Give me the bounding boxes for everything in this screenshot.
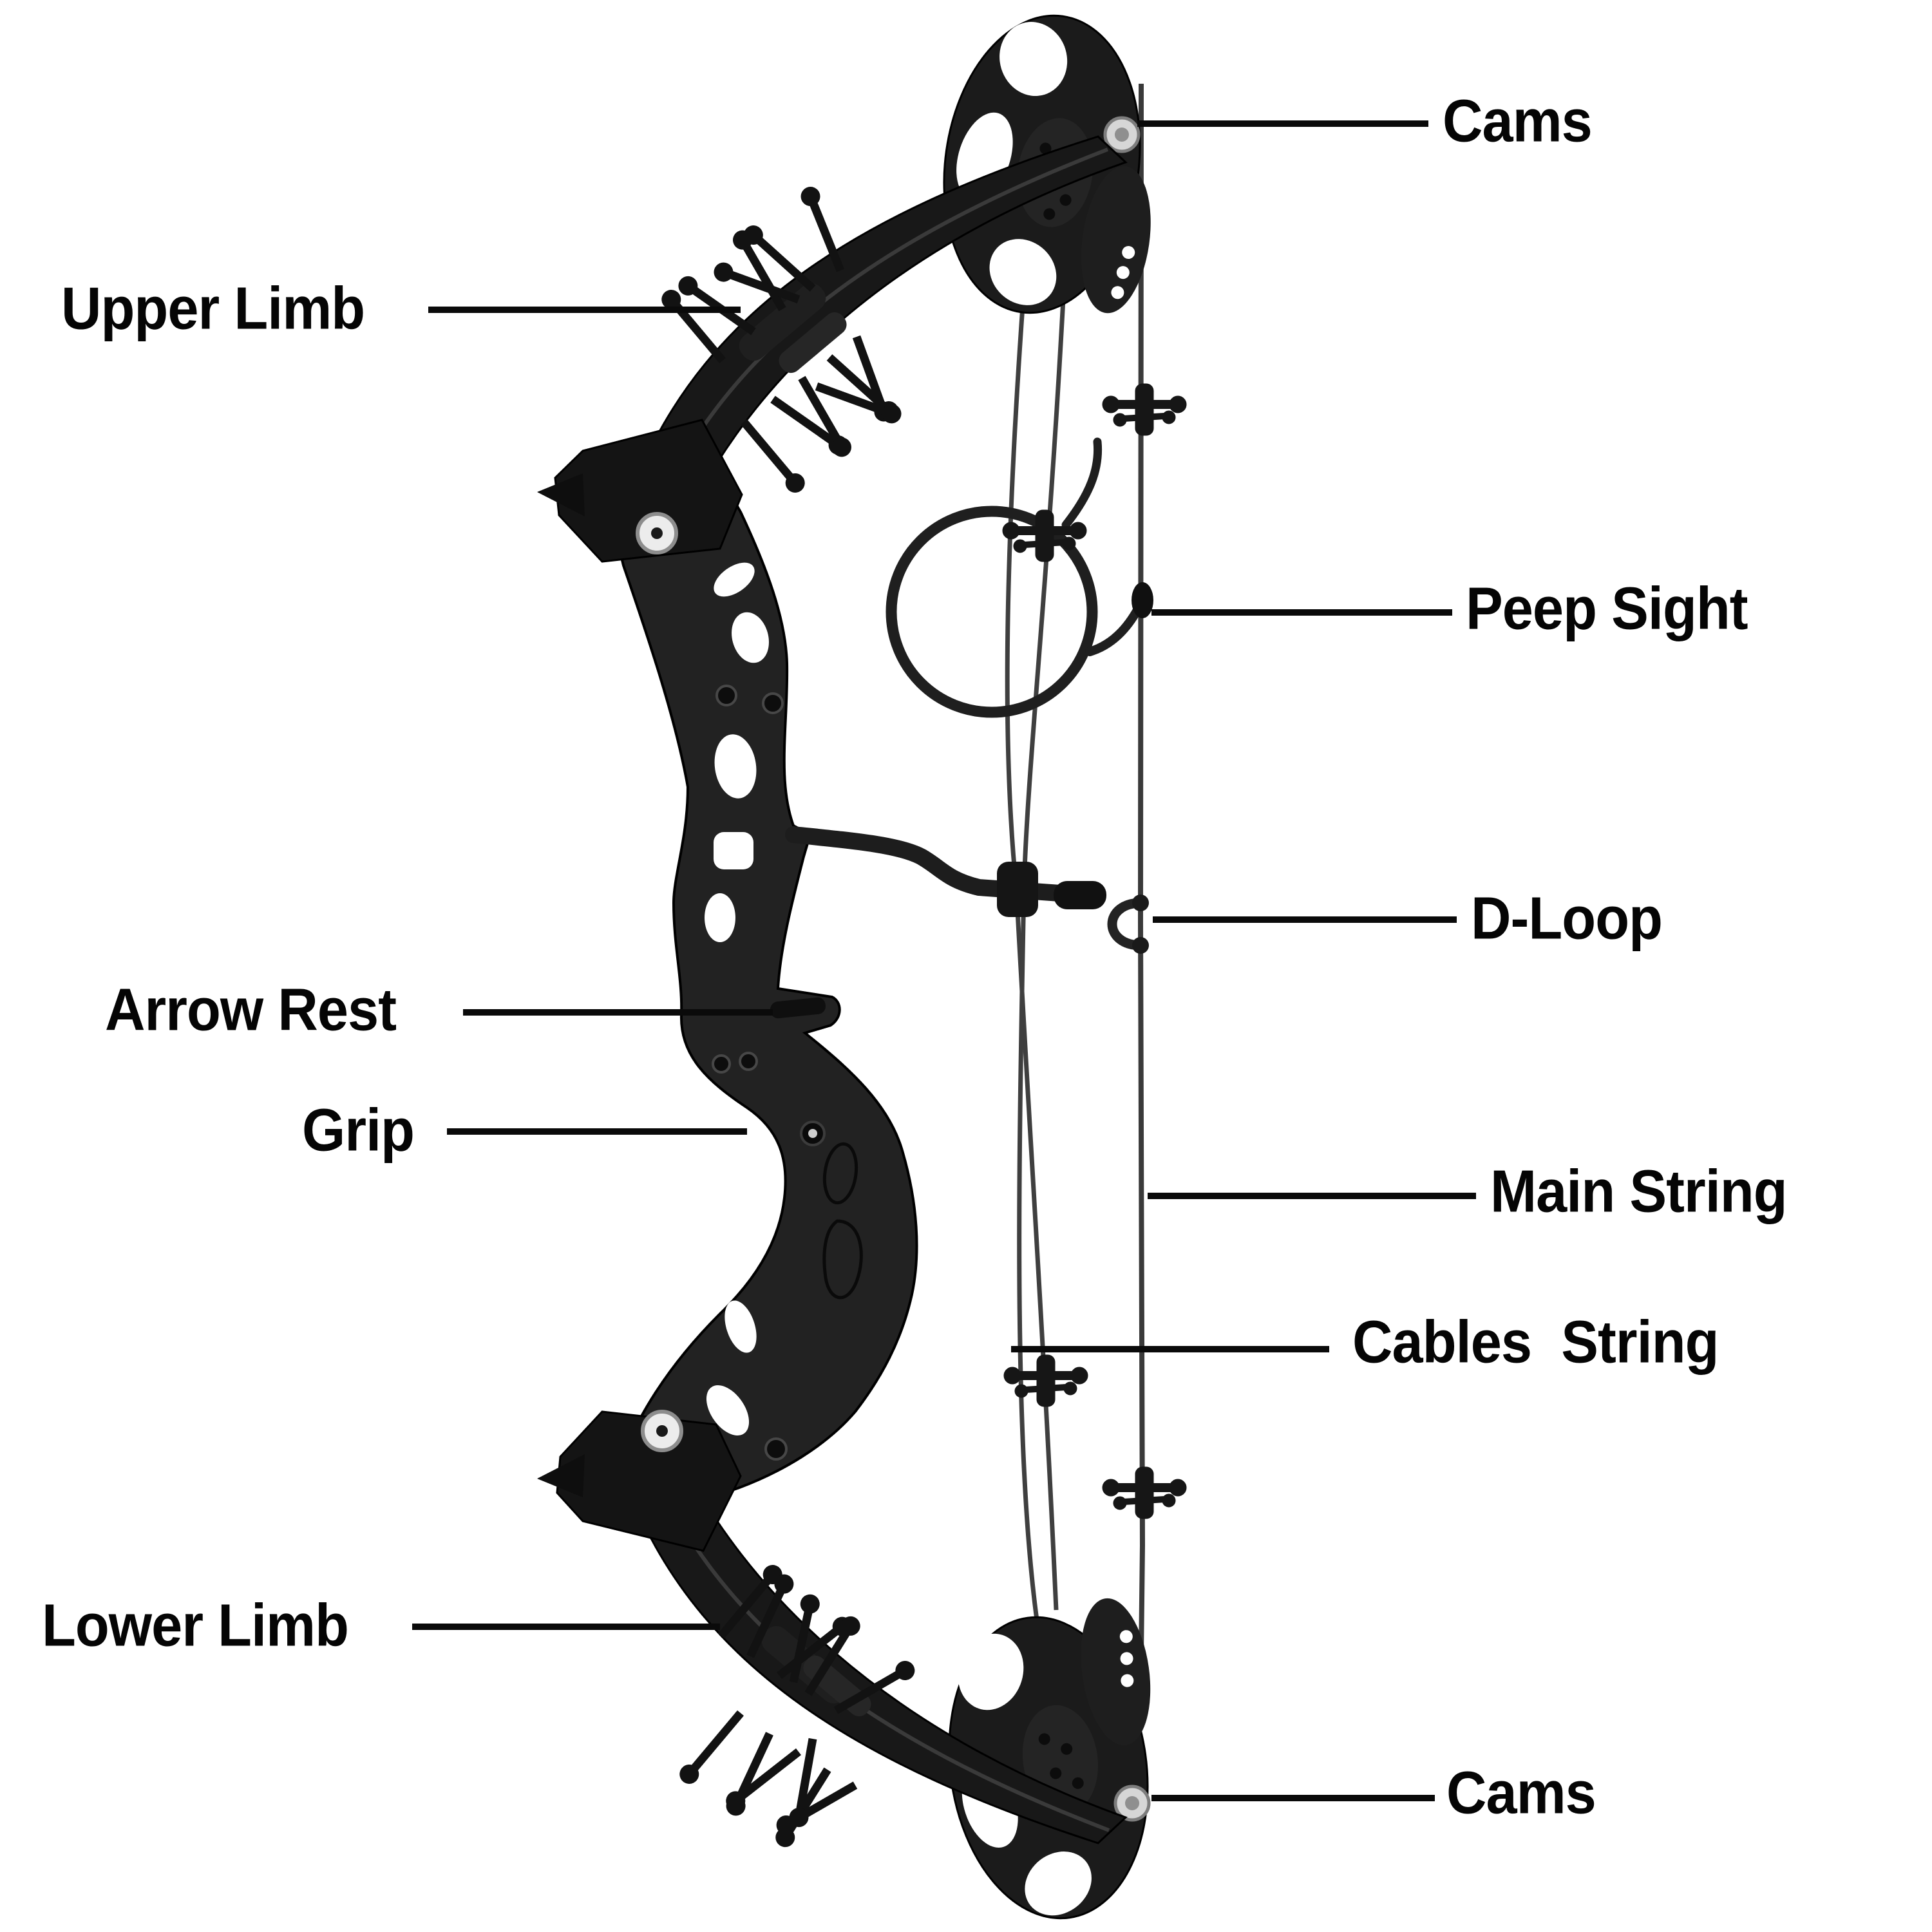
cable-slide xyxy=(997,862,1038,917)
cable-guard-rod xyxy=(785,826,1106,917)
lower-limb-pocket xyxy=(537,1410,742,1552)
rod-end-cap xyxy=(1054,881,1106,909)
leader-lines xyxy=(412,120,1476,1801)
label-d-loop: D-Loop xyxy=(1471,884,1663,952)
upper-limb-dampener xyxy=(658,184,904,497)
d-loop-knot xyxy=(1107,898,1142,951)
label-arrow-rest: Arrow Rest xyxy=(105,976,397,1043)
label-cables-string: Cables String xyxy=(1352,1308,1719,1376)
label-grip: Grip xyxy=(302,1096,415,1164)
riser-body xyxy=(581,426,918,1517)
cable-string-1 xyxy=(1005,270,1059,1611)
string-silencer-bottom-left xyxy=(1004,1355,1088,1406)
label-upper-limb: Upper Limb xyxy=(61,274,365,342)
label-lower-limb: Lower Limb xyxy=(42,1591,349,1659)
d-loop-serving-bottom xyxy=(1132,937,1149,954)
label-cams-top: Cams xyxy=(1443,87,1593,155)
peep-tube-tail xyxy=(1061,437,1103,529)
label-peep-sight: Peep Sight xyxy=(1466,574,1748,642)
riser xyxy=(537,419,918,1552)
grip-handle xyxy=(800,1121,863,1300)
string-silencer-bottom-right xyxy=(1103,1467,1186,1519)
peep-tube-loop xyxy=(886,506,1098,718)
d-loop-serving-top xyxy=(1132,895,1149,911)
upper-limb-pocket xyxy=(537,419,743,563)
label-cams-bottom: Cams xyxy=(1446,1759,1596,1826)
label-main-string: Main String xyxy=(1490,1157,1788,1225)
cable-string-2 xyxy=(1017,286,1066,1630)
peep-sight-bead xyxy=(1132,582,1153,618)
lower-limb-dampener xyxy=(676,1561,918,1851)
arrow-rest-shelf xyxy=(770,997,826,1019)
string-silencer-top-right xyxy=(1103,384,1186,435)
